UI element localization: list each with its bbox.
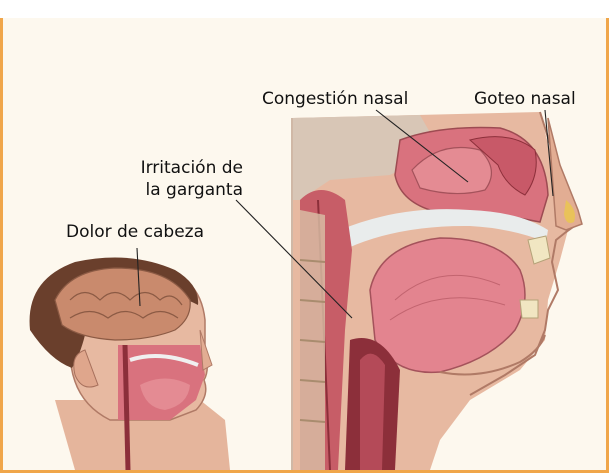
label-goteo-nasal: Goteo nasal bbox=[474, 89, 576, 109]
label-irritacion-line2: la garganta bbox=[110, 180, 243, 200]
label-irritacion-line1: Irritación de bbox=[110, 158, 243, 178]
small-head-figure bbox=[30, 258, 230, 471]
label-congestion-nasal: Congestión nasal bbox=[262, 89, 408, 109]
large-head-section bbox=[292, 112, 582, 470]
label-dolor-de-cabeza: Dolor de cabeza bbox=[66, 222, 204, 242]
